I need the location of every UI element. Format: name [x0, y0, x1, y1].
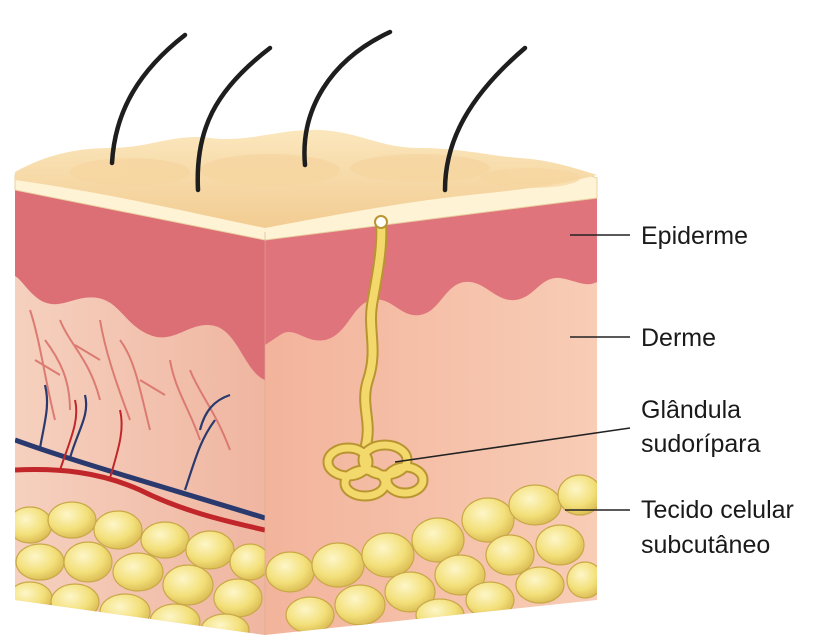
- label-tecido-line2: subcutâneo: [641, 531, 770, 559]
- left-face: [0, 170, 270, 642]
- front-face: [260, 180, 605, 640]
- label-epiderme: Epiderme: [641, 222, 748, 250]
- label-derme: Derme: [641, 324, 716, 352]
- label-tecido-line1: Tecido celular: [641, 496, 794, 524]
- label-glandula-line2: sudorípara: [641, 430, 761, 458]
- label-glandula-line1: Glândula: [641, 396, 741, 424]
